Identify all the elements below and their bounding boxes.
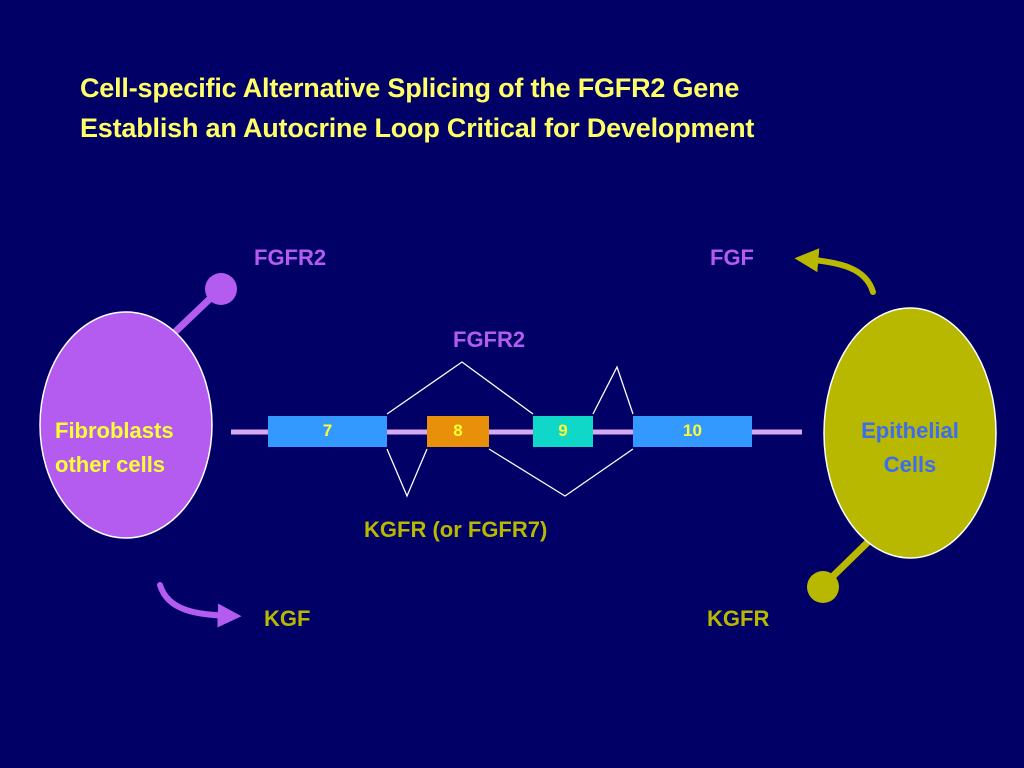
title-line-1: Cell-specific Alternative Splicing of th… [80,73,740,103]
fgf-ligand-label: FGF [710,245,754,270]
fgfr2-splice-label: FGFR2 [453,327,526,352]
slide-title: Cell-specific Alternative Splicing of th… [80,68,754,148]
fibroblast-cell [39,311,213,539]
epithelial-label-line-1: Epithelial [861,418,959,443]
epithelial-label-line-2: Cells [883,452,937,477]
kgfr-receptor-stalk [824,537,873,585]
fibroblast-label-line-2: other cells [55,452,166,477]
kgfr-splice-label: KGFR (or FGFR7) [364,517,548,542]
splice-line-fgfr2-7-to-9 [386,361,534,415]
exon-10-label: 10 [683,421,702,440]
title-line-2: Establish an Autocrine Loop Critical for… [80,113,755,143]
splice-line-kgfr-7-to-8 [386,448,428,498]
exon-10 [633,416,752,447]
exon-8-label: 8 [453,421,463,440]
splice-line-kgfr-8-to-10 [488,448,634,497]
kgfr-receptor-label: KGFR [707,606,770,631]
fibroblast-label-line-1: Fibroblasts [55,418,174,443]
fgf-secretion-arrow [794,248,876,295]
epithelial-cell [823,307,997,559]
splice-line-fgfr2-9-to-10 [592,365,634,415]
exon-7-label: 7 [322,421,333,440]
exon-8 [427,416,489,447]
exon-9 [533,416,593,447]
kgf-secretion-arrow [157,582,242,628]
exon-7 [268,416,387,447]
exon-9-label: 9 [558,421,568,440]
fgfr2-receptor-label: FGFR2 [254,245,327,270]
kgf-ligand-label: KGF [264,606,311,631]
kgfr-receptor-head [807,571,839,603]
fgfr2-receptor-head [205,273,237,305]
